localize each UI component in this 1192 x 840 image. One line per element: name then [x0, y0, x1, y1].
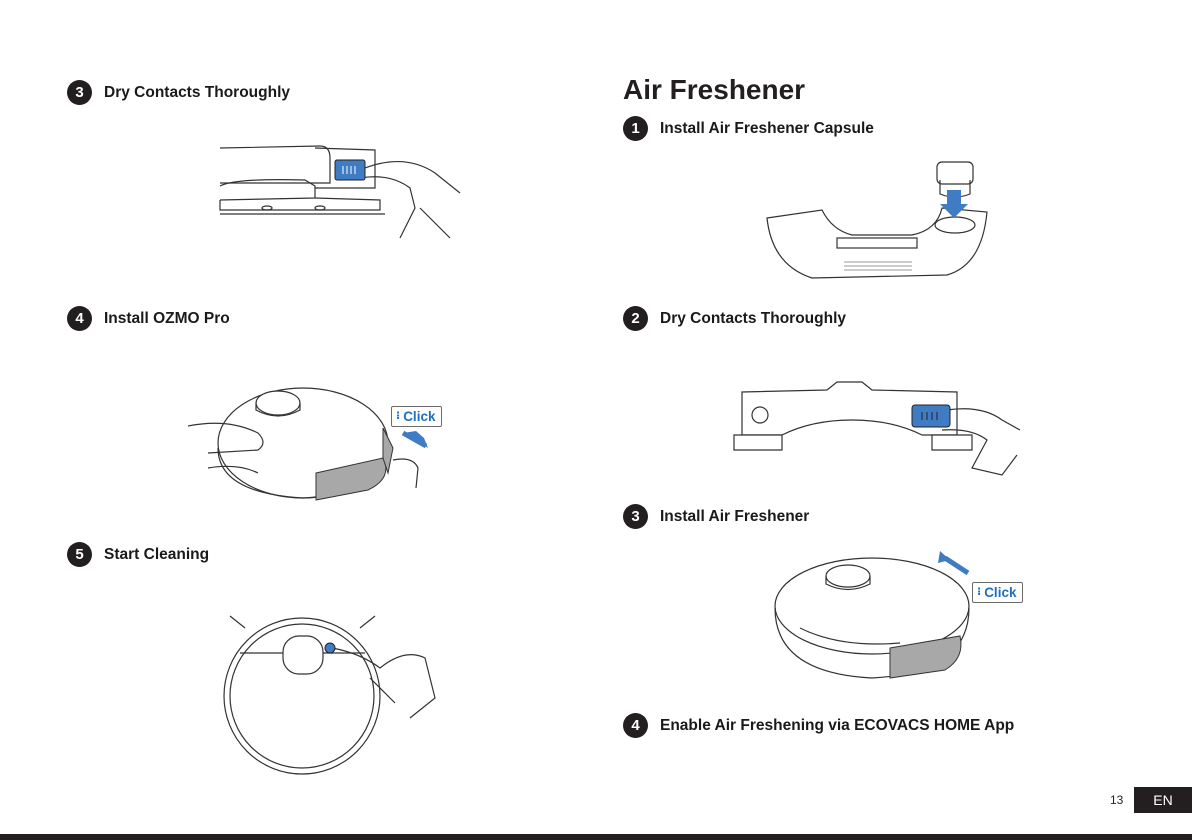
- language-tab: EN: [1134, 787, 1192, 813]
- step-label: Install OZMO Pro: [104, 310, 230, 328]
- step-right-2: 2 Dry Contacts Thoroughly: [623, 306, 846, 331]
- step-right-4: 4 Enable Air Freshening via ECOVACS HOME…: [623, 713, 1014, 738]
- step-left-3: 3 Dry Contacts Thoroughly: [67, 80, 290, 105]
- step-left-5: 5 Start Cleaning: [67, 542, 209, 567]
- step-right-3: 3 Install Air Freshener: [623, 504, 809, 529]
- install-air-freshener-illustration: [770, 548, 980, 688]
- air-freshener-capsule-illustration: [762, 150, 992, 285]
- section-title: Air Freshener: [623, 74, 805, 106]
- step-label: Dry Contacts Thoroughly: [104, 84, 290, 102]
- step-number: 4: [67, 306, 92, 331]
- click-badge-2: ⁝ Click: [972, 582, 1023, 603]
- bottom-bar: [0, 834, 1192, 840]
- step-label: Start Cleaning: [104, 546, 209, 564]
- click-marks-icon: ⁝: [396, 411, 400, 422]
- step-number: 1: [623, 116, 648, 141]
- step-number: 3: [67, 80, 92, 105]
- click-badge: ⁝ Click: [391, 406, 442, 427]
- step-number: 2: [623, 306, 648, 331]
- step-label: Dry Contacts Thoroughly: [660, 310, 846, 328]
- dry-contacts-illustration: [215, 138, 465, 243]
- click-label: Click: [984, 585, 1016, 600]
- install-ozmo-pro-illustration: [188, 378, 443, 513]
- start-cleaning-illustration: [220, 608, 445, 783]
- step-number: 4: [623, 713, 648, 738]
- page-number: 13: [1110, 793, 1123, 807]
- dry-contacts-right-illustration: [732, 380, 1024, 480]
- step-label: Enable Air Freshening via ECOVACS HOME A…: [660, 717, 1014, 735]
- step-number: 3: [623, 504, 648, 529]
- step-number: 5: [67, 542, 92, 567]
- step-left-4: 4 Install OZMO Pro: [67, 306, 230, 331]
- step-right-1: 1 Install Air Freshener Capsule: [623, 116, 874, 141]
- step-label: Install Air Freshener: [660, 508, 809, 526]
- click-marks-icon: ⁝: [977, 587, 981, 598]
- step-label: Install Air Freshener Capsule: [660, 120, 874, 138]
- click-label: Click: [403, 409, 435, 424]
